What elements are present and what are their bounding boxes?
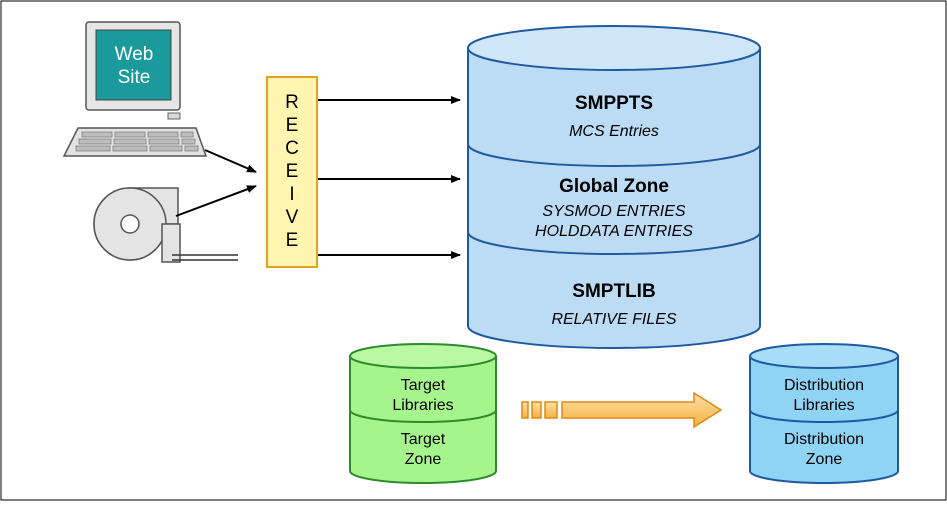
receive-box [266,76,318,268]
main-database-cylinder [467,25,761,349]
smppts-title: SMPPTS [575,93,653,114]
global-zone-line1: SYSMOD ENTRIES [542,203,685,220]
web-site-label-line1: Web [115,44,154,65]
target-database-cylinder [349,343,497,484]
arrow-computer-to-receive [204,149,257,173]
receive-letter-7: E [286,230,299,251]
web-site-label-line2: Site [118,67,151,88]
main-db-divider-2 [467,231,761,255]
main-db-top [467,25,761,71]
smptlib-subtitle: RELATIVE FILES [551,311,676,328]
distribution-zone-line1: Distribution [784,431,864,448]
target-libraries-line2: Libraries [392,397,453,414]
receive-letter-2: E [286,115,299,136]
main-db-divider-1 [467,143,761,167]
receive-letter-6: V [286,207,299,228]
receive-letter-4: E [286,161,299,182]
computer-icon: Web Site [62,21,208,157]
target-zone-line2: Zone [405,451,442,468]
smptlib-title: SMPTLIB [572,281,655,302]
tape-drive-icon [93,187,238,263]
tape-hub [120,214,140,234]
keyboard-keys [75,131,199,152]
receive-letter-3: C [285,138,299,159]
receive-letter-5: I [289,184,294,205]
distribution-db-divider [749,409,899,423]
target-db-top [349,343,497,369]
target-db-divider [349,409,497,423]
global-zone-line2: HOLDDATA ENTRIES [535,223,693,240]
monitor-screen [95,29,172,101]
arrow-tape-to-receive [175,185,257,217]
global-zone-title: Global Zone [559,176,669,197]
smppts-subtitle: MCS Entries [569,123,659,140]
target-zone-line1: Target [401,431,446,448]
target-libraries-line1: Target [401,377,446,394]
distribution-libraries-line2: Libraries [793,397,854,414]
target-to-distribution-arrow [521,391,723,429]
distribution-database-cylinder [749,343,899,484]
receive-letter-1: R [285,92,299,113]
distribution-zone-line2: Zone [806,451,843,468]
distribution-libraries-line1: Distribution [784,377,864,394]
distribution-db-top [749,343,899,369]
